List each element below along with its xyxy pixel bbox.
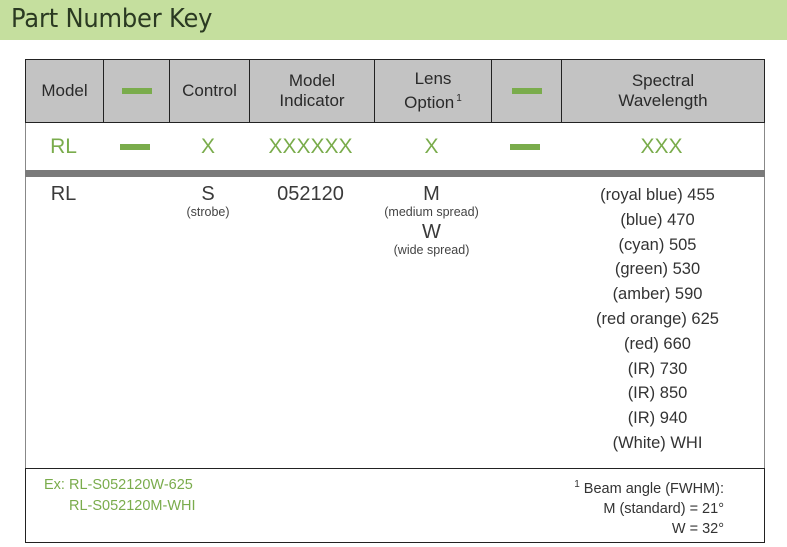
header-model-indicator: Model Indicator bbox=[249, 60, 374, 122]
wavelength-item: (green) 530 bbox=[614, 260, 701, 279]
dash-separator-icon bbox=[511, 88, 542, 94]
lens-option-m-desc: (medium spread) bbox=[384, 205, 479, 219]
wavelength-item: (IR) 730 bbox=[627, 359, 688, 378]
detail-model-value: RL bbox=[50, 183, 77, 205]
header-lens-option-line1: Lens bbox=[414, 69, 452, 88]
detail-wavelengths: (royal blue) 455 (blue) 470 (cyan) 505 (… bbox=[560, 183, 755, 456]
detail-model-indicator: 052120 bbox=[248, 183, 373, 205]
header-spectral-wavelength: Spectral Wavelength bbox=[561, 60, 764, 122]
dash-separator-icon bbox=[120, 143, 150, 150]
footnote-title: Beam angle (FWHM): bbox=[583, 481, 724, 497]
wavelength-item: (IR) 940 bbox=[627, 409, 688, 428]
detail-control-desc: (strobe) bbox=[186, 205, 230, 219]
detail-model: RL bbox=[25, 183, 102, 205]
title-bar: Part Number Key bbox=[0, 0, 787, 40]
page-title: Part Number Key bbox=[11, 4, 213, 34]
footnote-marker: 1 bbox=[574, 479, 580, 490]
footnote-marker: 1 bbox=[456, 93, 462, 104]
header-control-label: Control bbox=[182, 81, 237, 100]
example-part-number-2: RL-S052120M-WHI bbox=[69, 498, 196, 514]
header-spectral-line1: Spectral bbox=[631, 71, 695, 90]
wavelength-item: (blue) 470 bbox=[620, 210, 695, 229]
lens-option-w-code: W bbox=[422, 221, 441, 243]
dash-separator-icon bbox=[121, 88, 152, 94]
detail-control: S (strobe) bbox=[168, 183, 248, 219]
code-spectral-wavelength: XXX bbox=[640, 134, 683, 158]
code-separator-2 bbox=[490, 123, 560, 170]
example-part-number-1: Ex: RL-S052120W-625 bbox=[44, 477, 193, 493]
wavelength-item: (amber) 590 bbox=[612, 285, 703, 304]
dash-separator-icon bbox=[510, 143, 540, 150]
wavelength-item: (cyan) 505 bbox=[618, 235, 697, 254]
divider-bar bbox=[25, 170, 765, 177]
header-spectral-line2: Wavelength bbox=[618, 91, 708, 110]
code-model: RL bbox=[50, 134, 77, 158]
table-body-border bbox=[25, 123, 765, 469]
detail-control-code: S bbox=[201, 183, 215, 205]
header-model: Model bbox=[26, 60, 103, 122]
wavelength-item: (red) 660 bbox=[624, 334, 691, 353]
detail-lens-options: M (medium spread) W (wide spread) bbox=[363, 183, 500, 257]
footnote-w-angle: W = 32° bbox=[671, 521, 724, 537]
part-number-key-table: Model Control Model Indicator Lens Optio… bbox=[25, 59, 765, 543]
code-separator-1 bbox=[102, 123, 168, 170]
detail-model-indicator-value: 052120 bbox=[277, 183, 344, 205]
header-model-indicator-line1: Model bbox=[288, 71, 336, 90]
lens-option-m-code: M bbox=[423, 183, 440, 205]
wavelength-item: (royal blue) 455 bbox=[600, 186, 715, 204]
header-model-indicator-line2: Indicator bbox=[279, 91, 345, 110]
wavelength-item: (White) WHI bbox=[612, 433, 703, 452]
code-row: RL X XXXXXX X XXX bbox=[25, 123, 765, 170]
code-control: X bbox=[200, 134, 215, 158]
header-separator-1 bbox=[103, 60, 169, 122]
header-row: Model Control Model Indicator Lens Optio… bbox=[25, 59, 765, 123]
header-control: Control bbox=[169, 60, 249, 122]
wavelength-item: (IR) 850 bbox=[627, 384, 688, 403]
wavelength-list: (royal blue) 455 (blue) 470 (cyan) 505 (… bbox=[560, 183, 755, 456]
header-separator-2 bbox=[491, 60, 561, 122]
code-model-indicator: XXXXXX bbox=[268, 134, 353, 158]
wavelength-item: (red orange) 625 bbox=[596, 309, 719, 328]
header-lens-option-line2: Option bbox=[404, 93, 455, 112]
header-model-label: Model bbox=[41, 81, 88, 100]
code-lens-option: X bbox=[424, 134, 439, 158]
lens-option-w-desc: (wide spread) bbox=[393, 243, 470, 257]
footnote-m-angle: M (standard) = 21° bbox=[603, 501, 724, 517]
